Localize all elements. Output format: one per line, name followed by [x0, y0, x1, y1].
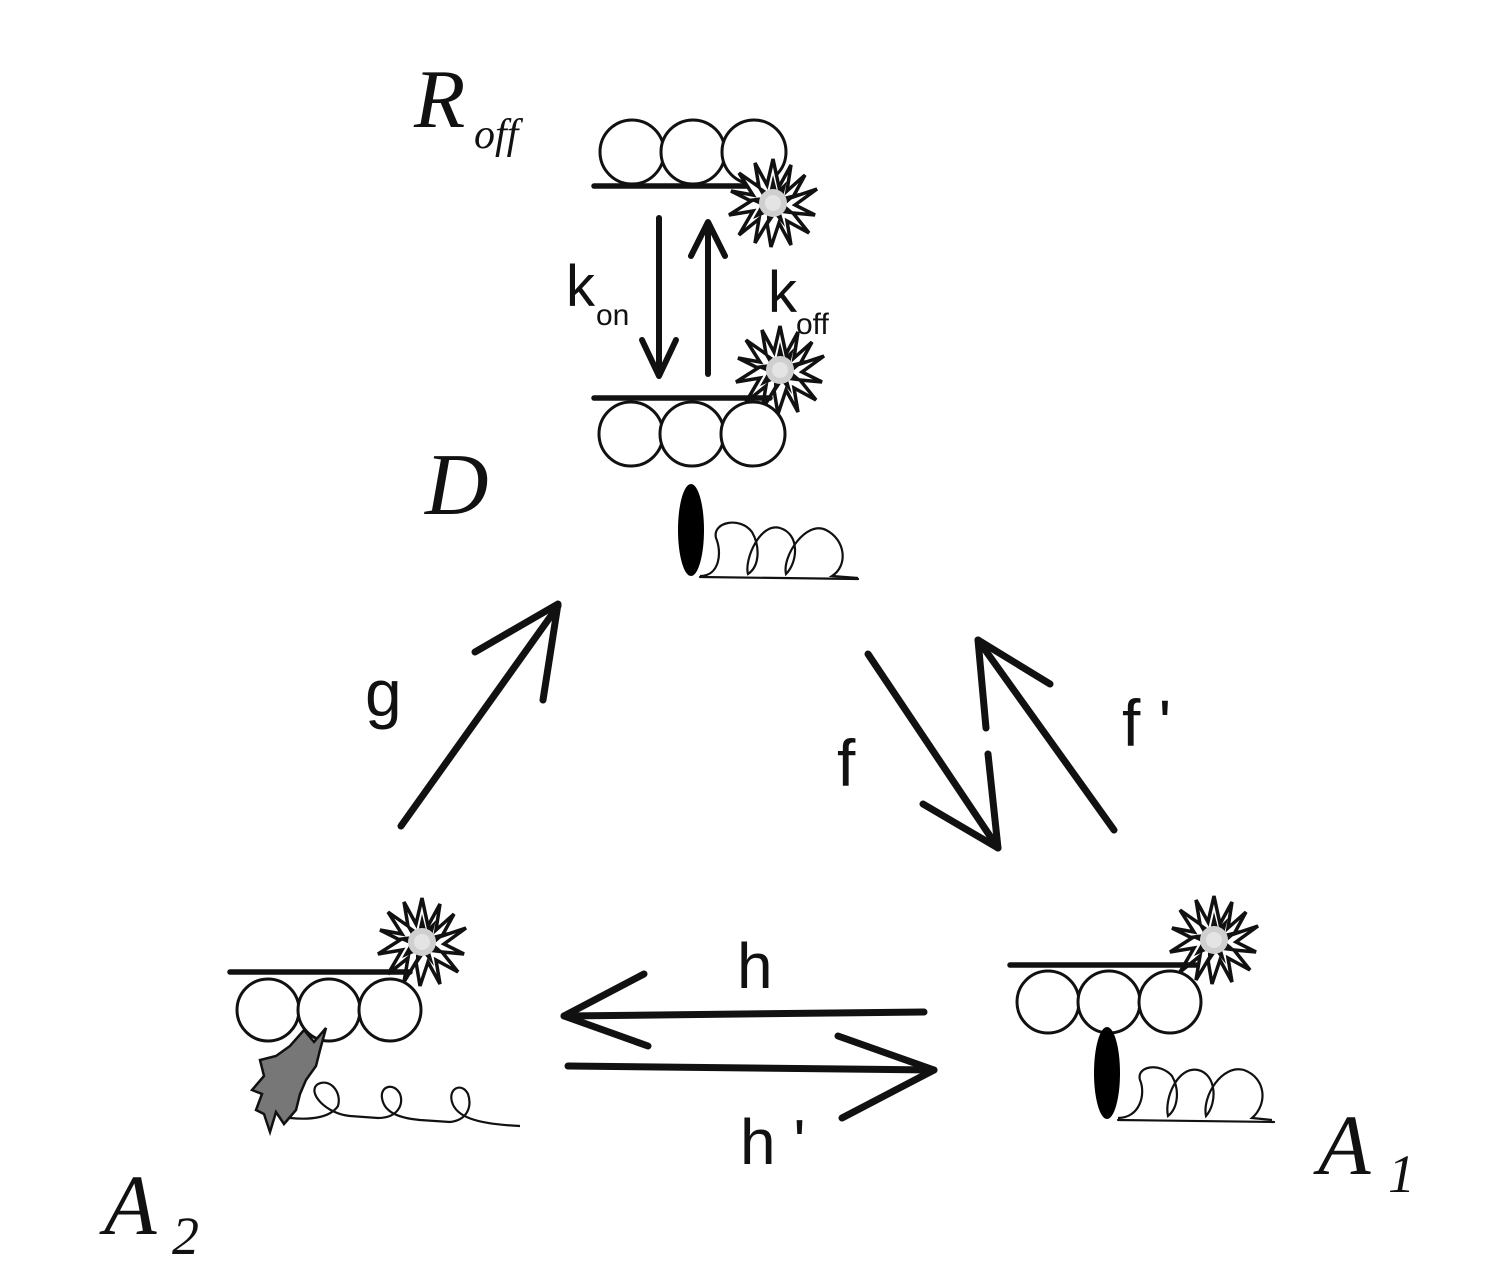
r-off-sub: off: [474, 112, 524, 158]
k-off-sub: off: [796, 308, 829, 341]
state-a2-label: A 2: [99, 1157, 199, 1266]
h-prime-label: h ': [740, 1106, 806, 1178]
state-d-label: D: [424, 437, 489, 534]
a1-sub: 1: [1388, 1144, 1415, 1204]
k-off-label: k off: [768, 260, 829, 341]
k-on-main: k: [566, 254, 596, 319]
starburst-icon: [1168, 894, 1260, 986]
a2-myosin: [249, 1027, 521, 1137]
d-myosin: [678, 484, 860, 581]
r-off-filament: [591, 118, 788, 189]
g-label: g: [365, 656, 402, 730]
d-filament: [591, 395, 787, 468]
h-label: h: [737, 930, 773, 1002]
a1-main: A: [1313, 1097, 1371, 1193]
black-ellipse-icon: [1094, 1027, 1120, 1119]
f-arrow: [864, 650, 1002, 852]
k-off-main: k: [768, 260, 798, 325]
a2-filament: [227, 969, 423, 1043]
h-prime-arrow: [564, 1032, 938, 1122]
r-off-main: R: [413, 53, 465, 146]
f-label: f: [837, 726, 856, 800]
k-on-label: k on: [566, 254, 629, 332]
a2-main: A: [99, 1157, 157, 1253]
k-off-arrow: [688, 219, 728, 377]
black-ellipse-icon: [678, 484, 704, 576]
k-on-arrow: [639, 215, 679, 379]
g-arrow: [397, 600, 562, 830]
state-r-off-label: R off: [413, 53, 524, 158]
a1-myosin: [1094, 1027, 1276, 1124]
d-main: D: [424, 437, 489, 534]
gray-jagged-head-icon: [249, 1027, 328, 1137]
f-prime-label: f ': [1122, 686, 1171, 760]
a1-filament: [1007, 962, 1203, 1035]
h-arrow: [560, 970, 928, 1050]
state-a1-label: A 1: [1313, 1097, 1415, 1204]
f-prime-arrow: [974, 636, 1118, 834]
a2-sub: 2: [172, 1206, 199, 1266]
k-on-sub: on: [596, 299, 629, 332]
